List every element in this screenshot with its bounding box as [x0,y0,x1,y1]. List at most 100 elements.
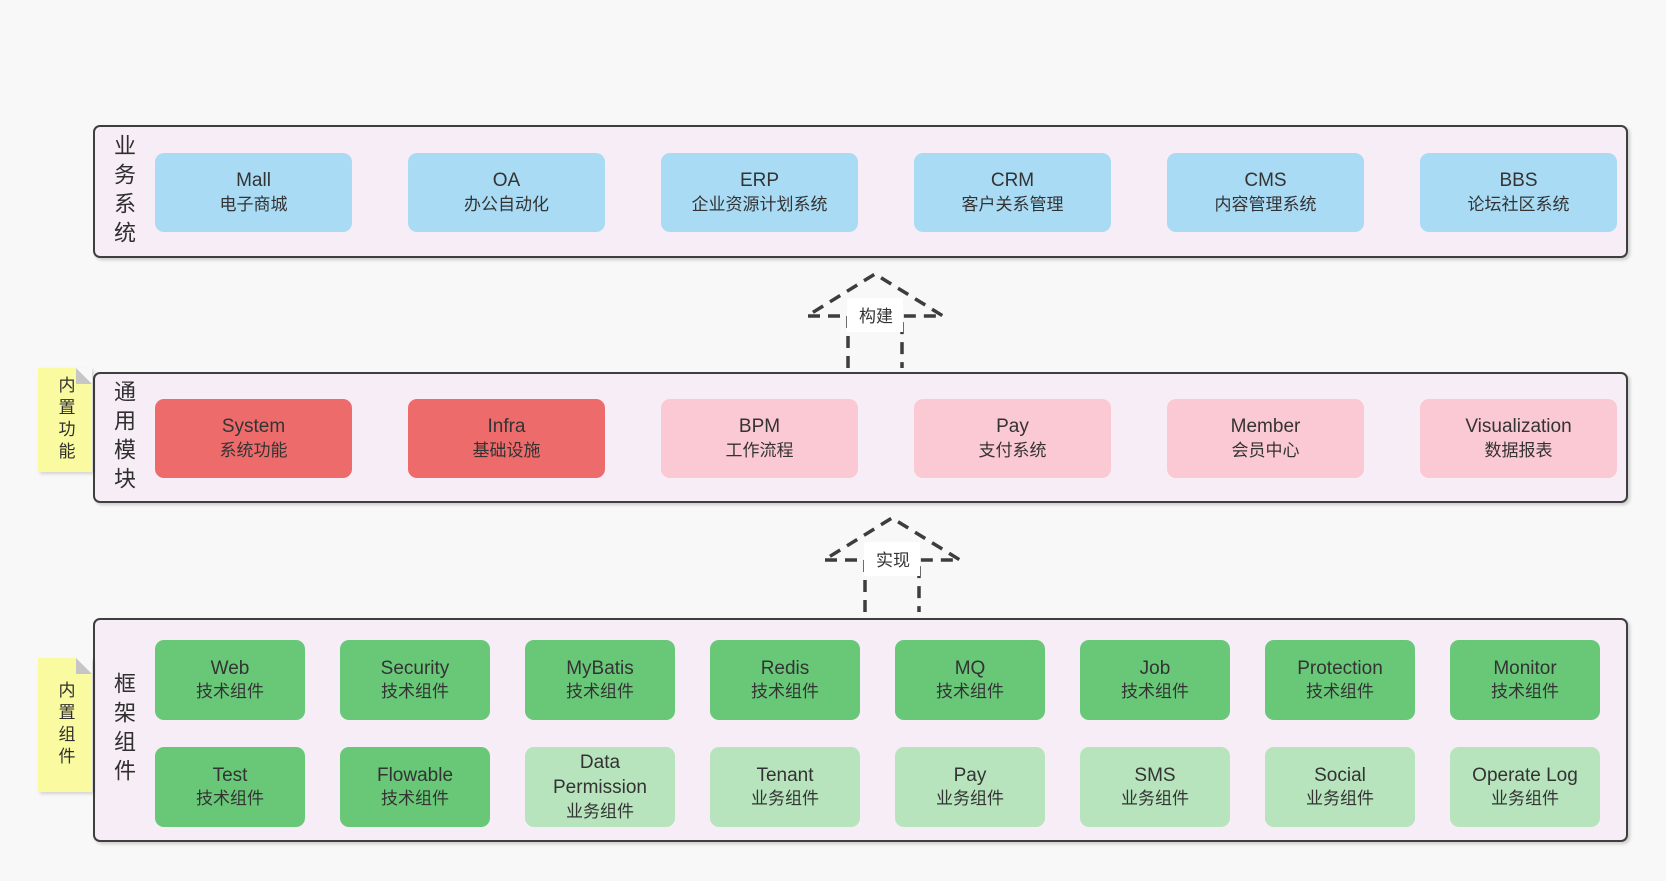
arrow-label-bg [864,542,920,576]
band-1-row: Mall 电子商城 OA 办公自动化 ERP 企业资源计划系统 CRM 客户关系… [155,153,1617,232]
band-label-framework-components: 框架组件 [111,672,136,788]
box-title: Pay [996,416,1029,438]
box-title: Test [212,764,248,786]
box-title: BPM [738,416,781,438]
box-subtitle: 会员中心 [1231,440,1300,460]
box-title: Monitor [1493,657,1557,679]
box-mall: Mall 电子商城 [155,153,352,232]
band-2-row: System 系统功能 Infra 基础设施 BPM 工作流程 Pay 支付系统… [155,399,1617,478]
box-subtitle: 技术组件 [1306,682,1374,702]
box-job: Job 技术组件 [1080,640,1230,720]
box-subtitle: 系统功能 [219,440,288,460]
box-title: Tenant [756,764,814,786]
box-member: Member 会员中心 [1167,399,1364,478]
box-erp: ERP 企业资源计划系统 [661,153,858,232]
box-oa: OA 办公自动化 [408,153,605,232]
box-test: Test 技术组件 [155,747,305,827]
band-3-row-1: Web 技术组件 Security 技术组件 MyBatis 技术组件 Redi… [155,640,1600,720]
box-subtitle: 数据报表 [1484,440,1553,460]
box-subtitle: 业务组件 [566,801,634,821]
sticky-note-built-in-features: 内置功能 [38,368,92,472]
box-title: BBS [1499,170,1538,192]
box-title: SMS [1134,764,1176,786]
box-subtitle: 技术组件 [566,682,634,702]
up-arrow-build: 构建 [800,271,950,368]
band-label-common-modules: 通用模块 [111,379,136,496]
up-arrow-implement: 实现 [817,515,967,612]
sticky-note-built-in-components: 内置组件 [38,658,92,792]
box-protection: Protection 技术组件 [1265,640,1415,720]
band-3-row-2: Test 技术组件 Flowable 技术组件 Data Permission … [155,747,1600,827]
box-title: Redis [760,657,810,679]
box-redis: Redis 技术组件 [710,640,860,720]
box-title: OA [492,170,521,192]
box-subtitle: 业务组件 [936,789,1004,809]
box-subtitle: 技术组件 [751,682,819,702]
box-title: Data Permission [553,752,647,798]
box-subtitle: 电子商城 [219,194,288,214]
box-title: Mall [236,170,271,192]
box-data-permission: Data Permission 业务组件 [525,747,675,827]
box-subtitle: 技术组件 [381,789,449,809]
box-title: Pay [953,764,987,786]
box-tenant: Tenant 业务组件 [710,747,860,827]
box-subtitle: 技术组件 [196,789,264,809]
box-system: System 系统功能 [155,399,352,478]
box-subtitle: 支付系统 [978,440,1047,460]
box-bpm: BPM 工作流程 [661,399,858,478]
box-crm: CRM 客户关系管理 [914,153,1111,232]
box-title: Social [1314,764,1366,786]
box-subtitle: 工作流程 [725,440,794,460]
box-subtitle: 客户关系管理 [961,194,1064,214]
box-subtitle: 办公自动化 [464,194,549,214]
box-subtitle: 基础设施 [472,440,541,460]
box-subtitle: 技术组件 [936,682,1004,702]
box-subtitle: 业务组件 [1491,789,1559,809]
band-framework-components: 框架组件 Web 技术组件 Security 技术组件 MyBatis 技术组件… [93,618,1628,842]
box-social: Social 业务组件 [1265,747,1415,827]
band-label-business-systems: 业务系统 [111,133,136,250]
band-common-modules: 通用模块 System 系统功能 Infra 基础设施 BPM 工作流程 Pay… [93,372,1628,503]
box-subtitle: 业务组件 [1121,789,1189,809]
box-title: MQ [954,657,986,679]
box-subtitle: 论坛社区系统 [1467,194,1570,214]
box-title: Security [380,657,450,679]
box-infra: Infra 基础设施 [408,399,605,478]
box-bbs: BBS 论坛社区系统 [1420,153,1617,232]
box-subtitle: 技术组件 [1121,682,1189,702]
box-monitor: Monitor 技术组件 [1450,640,1600,720]
box-title: CRM [990,170,1035,192]
box-title: Visualization [1465,416,1572,438]
box-mq: MQ 技术组件 [895,640,1045,720]
box-subtitle: 内容管理系统 [1214,194,1317,214]
box-title: Job [1139,657,1171,679]
band-business-systems: 业务系统 Mall 电子商城 OA 办公自动化 ERP 企业资源计划系统 CRM… [93,125,1628,258]
box-flowable: Flowable 技术组件 [340,747,490,827]
arrow-label: 实现 [876,551,910,570]
box-subtitle: 技术组件 [381,682,449,702]
box-web: Web 技术组件 [155,640,305,720]
box-subtitle: 业务组件 [751,789,819,809]
box-subtitle: 技术组件 [1491,682,1559,702]
box-subtitle: 企业资源计划系统 [691,194,828,214]
box-pay: Pay 支付系统 [914,399,1111,478]
box-cms: CMS 内容管理系统 [1167,153,1364,232]
box-mybatis: MyBatis 技术组件 [525,640,675,720]
box-pay-biz: Pay 业务组件 [895,747,1045,827]
box-title: CMS [1244,170,1287,192]
box-sms: SMS 业务组件 [1080,747,1230,827]
box-title: Infra [487,416,526,438]
box-title: MyBatis [566,657,634,679]
box-title: Operate Log [1472,764,1578,786]
box-title: Web [210,657,250,679]
box-subtitle: 业务组件 [1306,789,1374,809]
box-title: System [221,416,286,438]
box-security: Security 技术组件 [340,640,490,720]
arrow-label-bg [847,298,903,332]
box-title: ERP [739,170,780,192]
box-title: Member [1230,416,1301,438]
box-visualization: Visualization 数据报表 [1420,399,1617,478]
box-operate-log: Operate Log 业务组件 [1450,747,1600,827]
box-title: Protection [1297,657,1383,679]
